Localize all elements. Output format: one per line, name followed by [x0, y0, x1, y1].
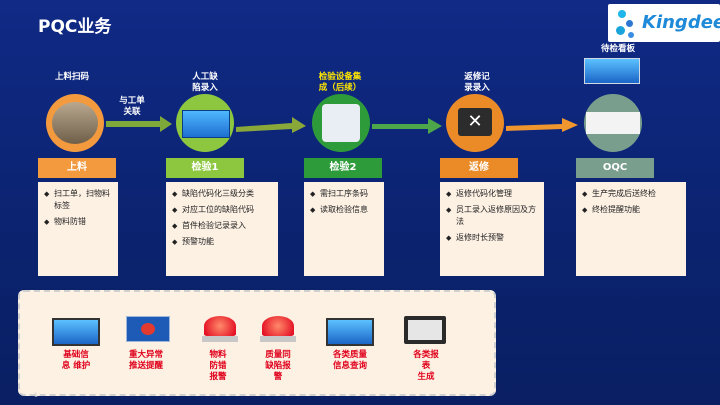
logo-dot-icon	[616, 26, 625, 35]
alarm-dome-icon	[262, 316, 294, 336]
stage-inspect2-bar: 检验2	[304, 158, 382, 178]
inspection-machine-icon	[322, 104, 360, 142]
tool-label-report-gen: 各类报 表 生成	[413, 350, 439, 382]
monitor-icon	[52, 318, 100, 346]
board-label: 待检看板	[600, 44, 635, 54]
alert-dot-icon	[141, 323, 155, 335]
alarm-light-icon	[258, 316, 298, 342]
link-order-label: 与工单 关联	[119, 96, 145, 117]
panel-item: 缺陷代码化三级分类	[172, 188, 274, 200]
repair-record-label: 返修记 录录入	[464, 72, 490, 93]
alert-screen-icon	[126, 316, 170, 342]
panel-inspect2: 需扫工序条码 读取检验信息	[304, 182, 384, 276]
stage-inspect2-circle	[312, 94, 370, 152]
arrow-icon	[372, 118, 442, 134]
board-screen-icon	[584, 58, 640, 84]
alarm-base-icon	[202, 336, 238, 342]
stage-feed-circle	[46, 94, 104, 152]
panel-inspect1: 缺陷代码化三级分类 对应工位的缺陷代码 首件检验记录录入 预警功能	[166, 182, 278, 276]
panel-item: 生产完成后送终检	[582, 188, 682, 200]
alarm-light-icon	[200, 316, 240, 342]
panel-item: 需扫工序条码	[310, 188, 380, 200]
tool-label-alert-push: 重大异常 推送提醒	[128, 350, 163, 371]
panel-item: 预警功能	[172, 236, 274, 248]
panel-item: 物料防错	[44, 216, 114, 228]
alarm-dome-icon	[204, 316, 236, 336]
panel-item: 读取检验信息	[310, 204, 380, 216]
tool-label-basic-info: 基础信 息 维护	[61, 350, 91, 371]
stage-feed-bar: 上料	[38, 158, 116, 178]
stage-inspect1-circle	[176, 94, 234, 152]
monitor-icon	[182, 110, 230, 138]
panel-item: 首件检验记录录入	[172, 220, 274, 232]
panel-item: 终检提醒功能	[582, 204, 682, 216]
panel-feed: 扫工单，扫物料标签 物料防错	[38, 182, 118, 276]
report-paper-icon	[586, 112, 640, 134]
panel-item: 返修代码化管理	[446, 188, 540, 200]
alarm-base-icon	[260, 336, 296, 342]
panel-repair: 返修代码化管理 员工录入返修原因及方法 返修时长预警	[440, 182, 544, 276]
stage-oqc-bar: OQC	[576, 158, 654, 178]
kingdee-logo: Kingdee	[608, 4, 720, 42]
stage-oqc-circle	[584, 94, 642, 152]
panel-item: 扫工单，扫物料标签	[44, 188, 114, 212]
report-icon	[404, 316, 446, 344]
panel-item: 返修时长预警	[446, 232, 540, 244]
logo-dot-icon	[626, 20, 633, 27]
stage-inspect1-bar: 检验1	[166, 158, 244, 178]
tools-icon: ✕	[458, 108, 492, 136]
panel-item: 员工录入返修原因及方法	[446, 204, 540, 228]
tool-label-quality-alarm: 质量同 缺陷报 警	[265, 350, 291, 382]
arrow-icon	[106, 116, 172, 132]
manual-defect-label: 人工缺 陷录入	[192, 72, 218, 93]
stage-repair-circle: ✕	[446, 94, 504, 152]
page-title: PQC业务	[38, 17, 112, 37]
tool-label-quality-query: 各类质量 信息查询	[332, 350, 367, 371]
panel-oqc: 生产完成后送终检 终检提醒功能	[576, 182, 686, 276]
logo-text: Kingdee	[642, 12, 720, 33]
tool-label-material-alarm: 物料 防错 报警	[209, 350, 227, 382]
feed-scan-label: 上料扫码	[54, 72, 89, 82]
logo-dot-icon	[628, 32, 634, 38]
logo-dot-icon	[618, 10, 626, 18]
factory-photo-icon	[52, 102, 98, 144]
report-screen-icon	[408, 320, 442, 340]
equip-integration-label: 检验设备集 成（后续）	[318, 72, 362, 93]
page-number: 1	[34, 392, 38, 399]
panel-item: 对应工位的缺陷代码	[172, 204, 274, 216]
arrow-icon	[506, 118, 578, 132]
monitor-icon	[326, 318, 374, 346]
stage-repair-bar: 返修	[440, 158, 518, 178]
arrow-icon	[236, 117, 306, 133]
